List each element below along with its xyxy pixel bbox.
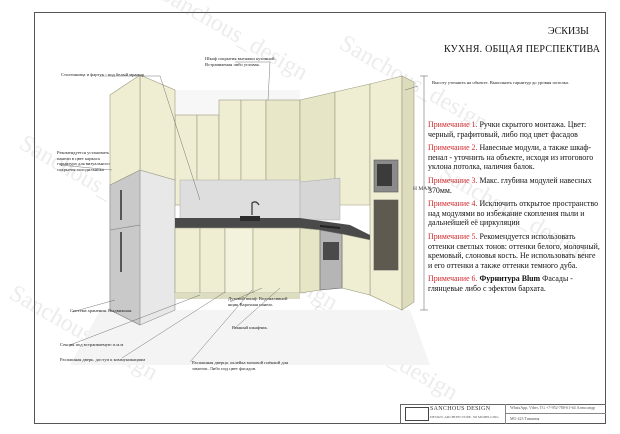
title-block	[400, 404, 606, 424]
notes-panel: Примечание 1. Ручки скрытого монтажа. Цв…	[428, 120, 600, 298]
callout-fridge-panels: Рекомендуется установить панели в цвет к…	[57, 150, 110, 172]
height-label: H MAX	[413, 186, 432, 192]
callout-ceiling-height: Высоту уточнить на объекте. Выполнить га…	[432, 80, 570, 85]
note-label: Примечание 6.	[428, 274, 478, 284]
lower-cabinets	[174, 227, 371, 296]
oven	[319, 229, 343, 291]
note-2: Примечание 2. Навесные модули, а также ш…	[428, 143, 600, 172]
title-block-divider	[505, 404, 506, 424]
contact-info: WhatsApp, Viber, TG +7-952-780-61-64 Але…	[510, 405, 595, 410]
callout-storage: Система хранения. Выдвижная.	[70, 308, 133, 313]
plinth	[175, 293, 300, 299]
note-text: Макс. глубина модулей навесных 370мм.	[428, 175, 592, 195]
note-label: Примечание 1.	[428, 120, 478, 129]
tall-column	[369, 75, 415, 311]
section-label: ЭСКИЗЫ	[548, 26, 589, 37]
note-label: Примечание 4.	[428, 199, 478, 209]
faucet-icon	[251, 201, 260, 215]
floor	[70, 310, 430, 365]
wine-cabinet	[373, 199, 399, 271]
fridge-handle-icon	[120, 190, 122, 220]
callout-leaders	[59, 61, 419, 363]
fridge-column	[109, 74, 176, 326]
note-label: Примечание 2.	[428, 143, 478, 153]
sink	[240, 201, 260, 221]
brand-name: SANCHOUS DESIGN	[430, 406, 491, 412]
height-dimension	[420, 75, 428, 311]
note-text: Исключить открытое пространство над моду…	[428, 199, 599, 228]
backsplash	[179, 177, 341, 221]
project-code: МО 423 Тимания	[510, 416, 540, 421]
countertop	[175, 218, 370, 240]
callout-utility-door: Распашная дверь. доступ к коммуникациям	[60, 357, 146, 362]
fridge-handle-icon	[120, 232, 122, 272]
brand-logo	[405, 407, 429, 421]
note-text: Рекомендуется использовать оттенки светл…	[428, 231, 600, 270]
hob	[320, 225, 340, 229]
callout-countertop: Столешница и фартук - под белый мрамор	[61, 72, 144, 77]
callout-oven: Духовой шкаф. Водоналивной ящик Варочная…	[228, 296, 288, 307]
callout-hinged-door: Распашная дверца. оклейка моховой плёнко…	[192, 360, 289, 371]
note-label: Примечание 5.	[428, 231, 478, 241]
note-text: Навесные модули, а также шкаф-пенал - ут…	[428, 143, 594, 172]
microwave-window-icon	[377, 164, 392, 186]
note-emphasis: Фурнитура Blum	[479, 274, 541, 284]
callout-dishwasher: Секция под встраиваемую п.м.м	[60, 342, 124, 347]
note-4: Примечание 4. Исключить открытое простра…	[428, 199, 600, 228]
note-text: Ручки скрытого монтажа. Цвет: черный, гр…	[428, 120, 587, 139]
note-3: Примечание 3. Макс. глубина модулей наве…	[428, 176, 600, 195]
note-text: Фасады - глянцевые либо с эфектом бархат…	[428, 274, 573, 293]
page-title: КУХНЯ. ОБЩАЯ ПЕРСПЕКТИВА	[444, 44, 601, 55]
note-6: Примечание 6. Фурнитура Blum Фасады - гл…	[428, 274, 600, 293]
brand-tagline: DESIGN. ARCHITECTURE. 3D MODELLING	[430, 415, 499, 419]
callout-wine: Винный шкафчик.	[232, 325, 268, 330]
drawing-frame	[34, 12, 606, 424]
note-5: Примечание 5. Рекомендуется использовать…	[428, 232, 600, 270]
kitchen-perspective-drawing	[59, 61, 430, 365]
title-block-divider	[505, 413, 606, 414]
note-1: Примечание 1. Ручки скрытого монтажа. Цв…	[428, 120, 600, 139]
callout-hood-cabinet: Шкаф сокрытия вытяжки кухонной. Встраива…	[205, 56, 276, 67]
note-label: Примечание 3.	[428, 175, 478, 185]
